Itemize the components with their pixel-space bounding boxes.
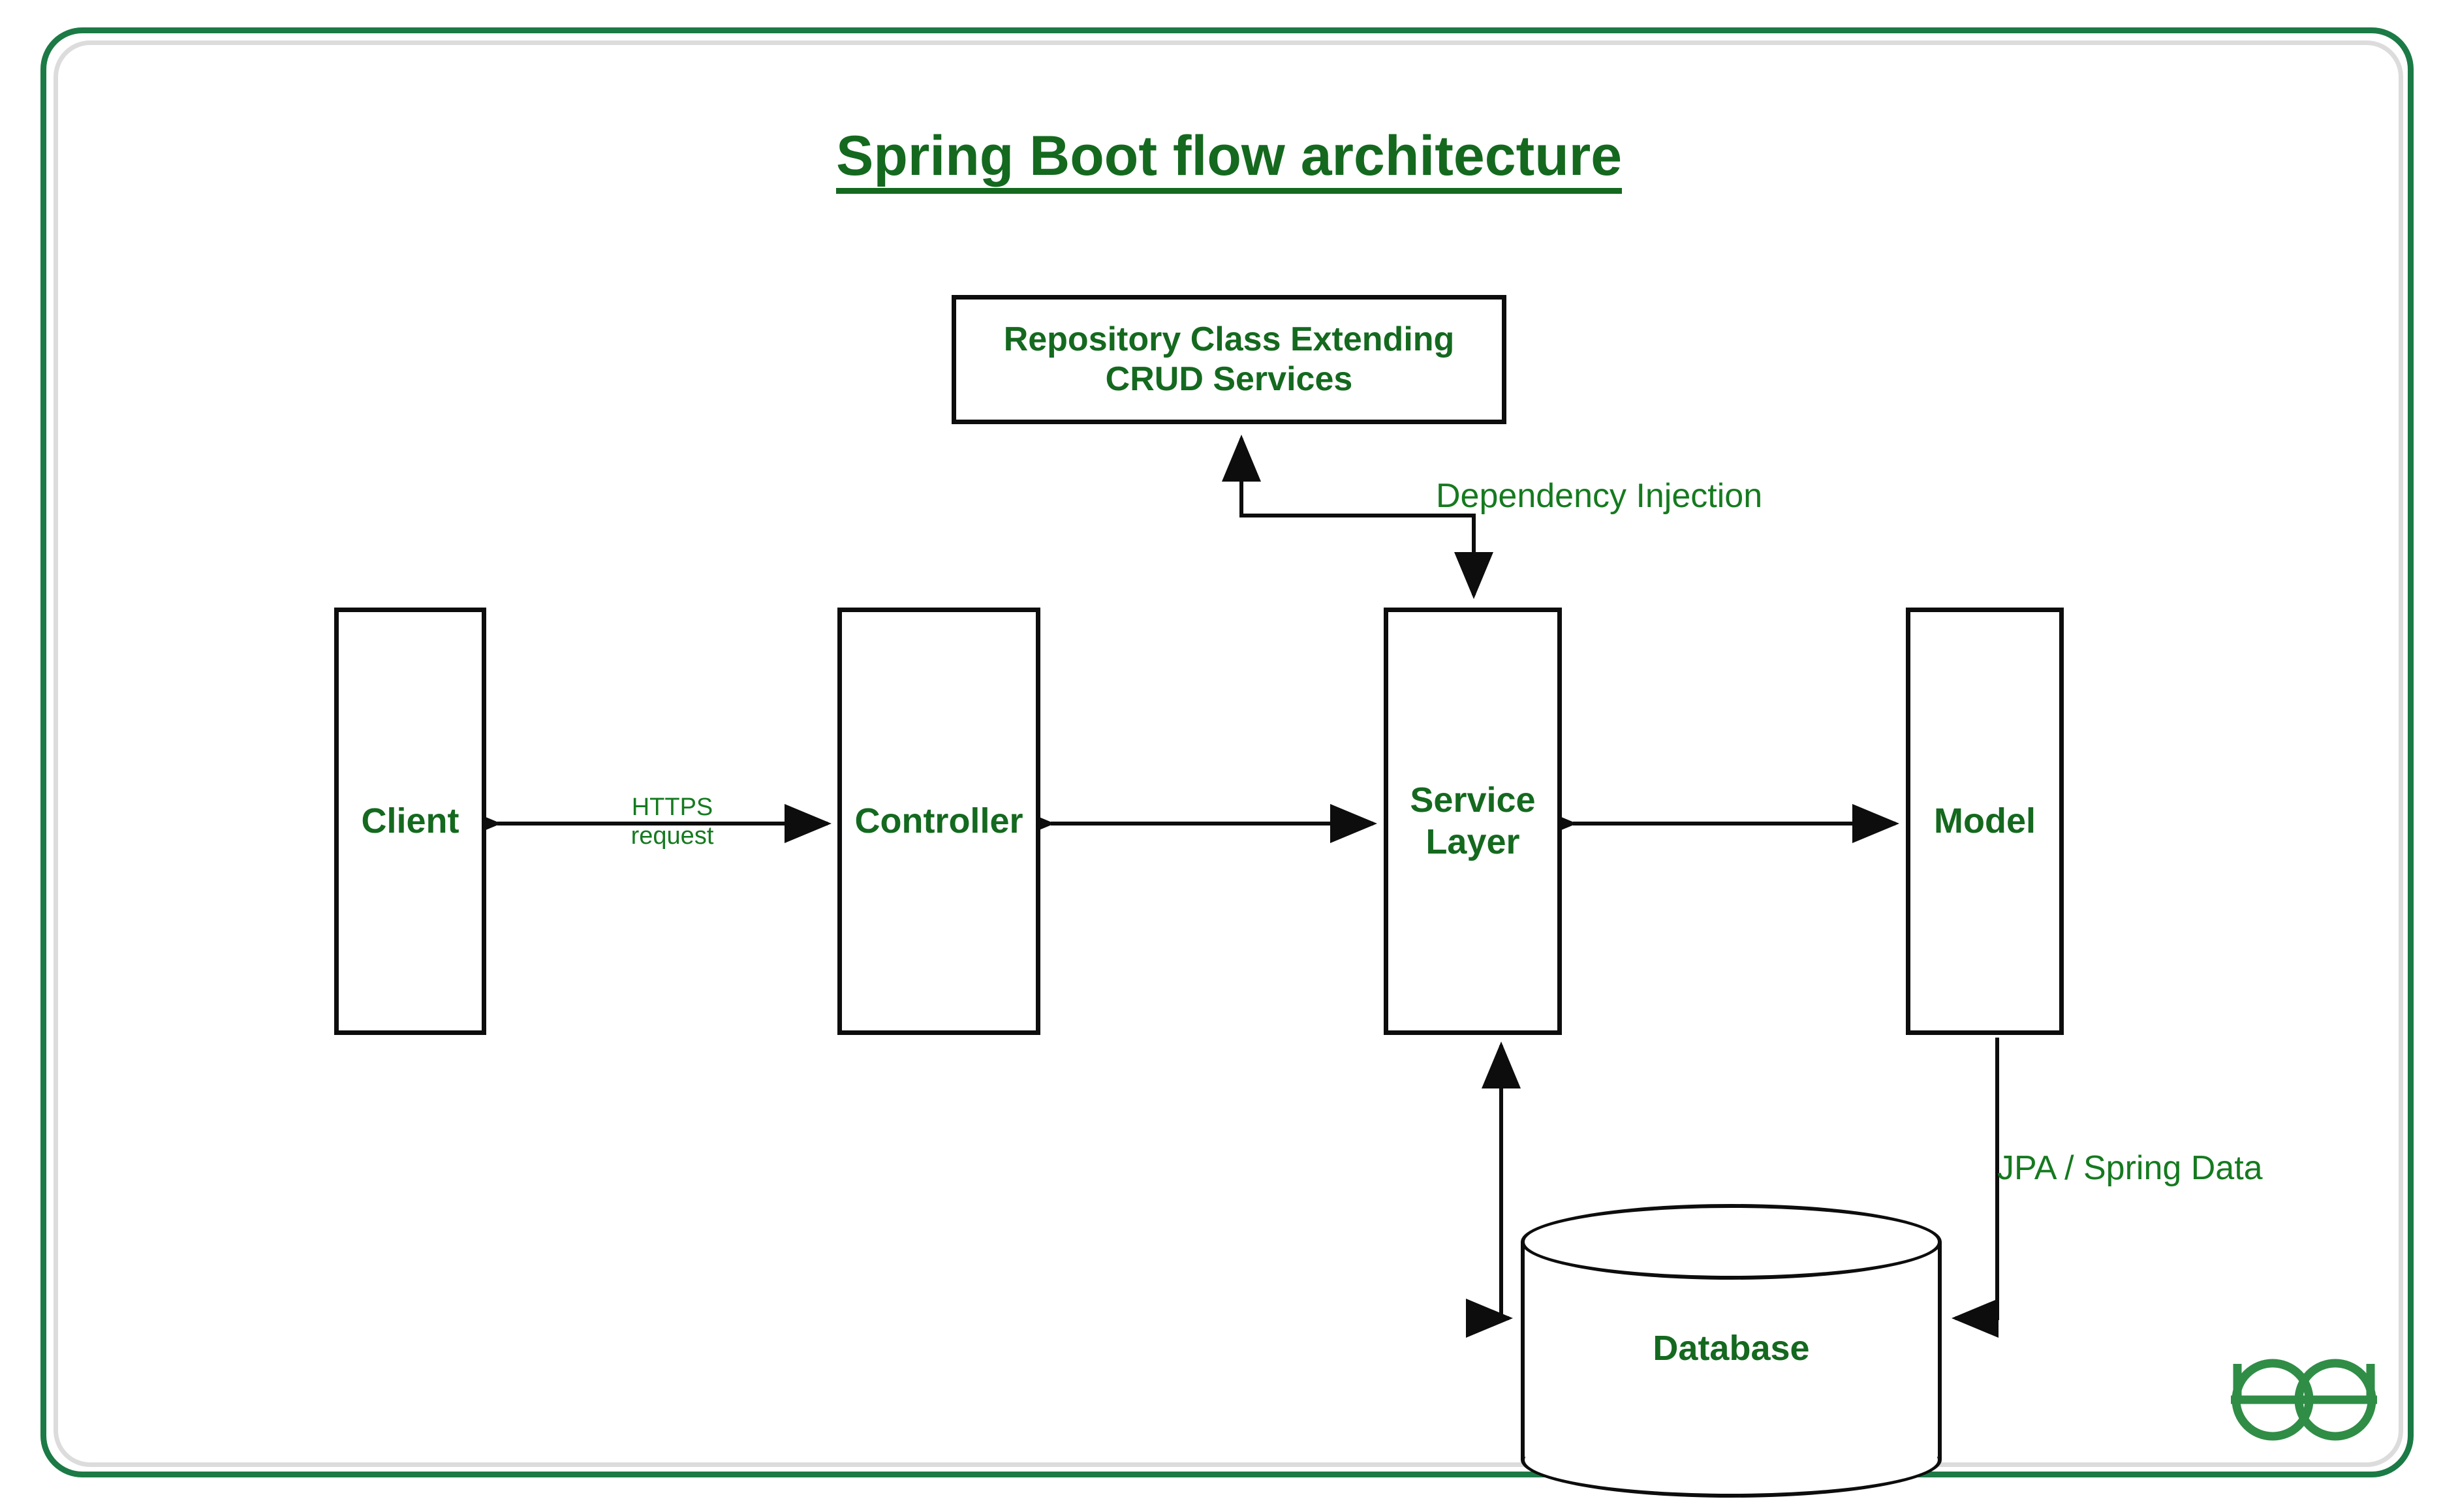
node-database-label: Database: [1653, 1329, 1810, 1368]
page-title-text: Spring Boot flow architecture: [835, 127, 1623, 194]
edge-label-https-request: HTTPS request: [630, 794, 714, 850]
edge-model-database: [1952, 1038, 1999, 1338]
geeksforgeeks-logo: [2231, 1359, 2377, 1441]
edge-label-dependency-injection: Dependency Injection: [1436, 477, 1763, 515]
node-service-layer[interactable]: Service Layer: [1384, 608, 1562, 1035]
node-repository-line1: Repository Class Extending: [1003, 320, 1455, 358]
edge-label-jpa-spring-data: JPA / Spring Data: [1997, 1149, 2263, 1187]
inner-border-frame: [54, 40, 2403, 1467]
node-client-label: Client: [361, 801, 459, 841]
node-client[interactable]: Client: [334, 608, 486, 1035]
node-service-line1: Service: [1410, 780, 1536, 820]
node-model[interactable]: Model: [1906, 608, 2064, 1035]
node-controller[interactable]: Controller: [837, 608, 1040, 1035]
node-controller-label: Controller: [854, 801, 1023, 841]
outer-border-frame: [40, 27, 2414, 1477]
node-repository[interactable]: Repository Class Extending CRUD Services: [952, 295, 1506, 424]
node-service-line2: Layer: [1425, 822, 1520, 861]
page-title: Spring Boot flow architecture: [0, 124, 2458, 194]
node-database[interactable]: Database: [1521, 1204, 1942, 1498]
node-repository-line2: CRUD Services: [1105, 360, 1353, 398]
node-model-label: Model: [1934, 801, 2036, 841]
edge-repository-service-down: [1241, 514, 1493, 599]
database-cylinder-top: [1521, 1204, 1942, 1280]
